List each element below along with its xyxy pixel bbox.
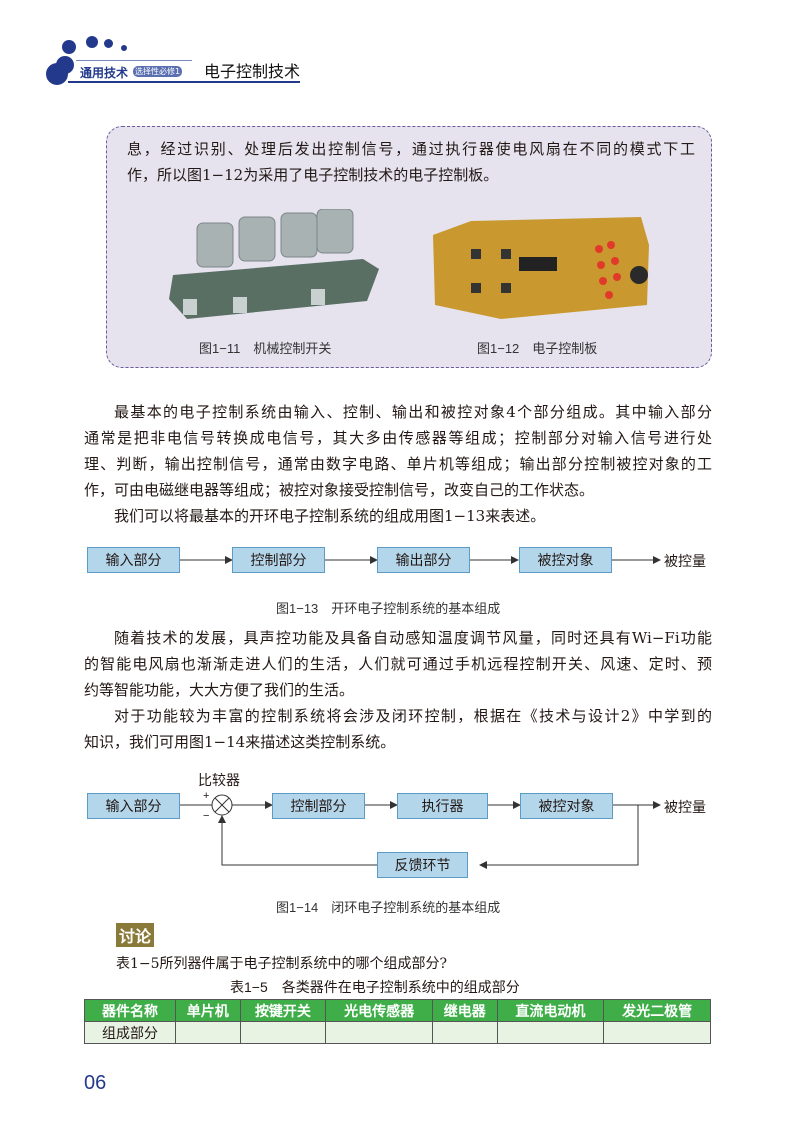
body-text: 最基本的电子控制系统由输入、控制、输出和被控对象4个部分组成。其中输入部分 bbox=[114, 403, 712, 421]
table-row: 组成部分 bbox=[84, 1021, 711, 1044]
volume-badge: 选择性必修1 bbox=[133, 66, 183, 77]
block-control: 控制部分 bbox=[272, 793, 365, 819]
figure-caption-1-13: 图1−13 开环电子控制系统的基本组成 bbox=[276, 601, 501, 616]
example-panel: 息，经过识别、处理后发出控制信号，通过执行器使电风扇在不同的模式下工 作，所以图… bbox=[106, 126, 712, 368]
block-controlled-object: 被控对象 bbox=[520, 793, 613, 819]
discussion-title: 讨论 bbox=[116, 923, 155, 947]
mechanical-switch-image bbox=[167, 208, 381, 319]
logo-dot bbox=[46, 63, 68, 85]
block-input: 输入部分 bbox=[87, 547, 180, 573]
logo-dot bbox=[104, 39, 113, 48]
block-input: 输入部分 bbox=[87, 793, 180, 819]
block-control: 控制部分 bbox=[232, 547, 325, 573]
table-cell bbox=[496, 1021, 605, 1044]
logo-dot bbox=[86, 36, 98, 48]
table-header: 单片机 bbox=[175, 999, 241, 1022]
block-actuator: 执行器 bbox=[397, 793, 488, 819]
body-text: 作，可由电磁继电器等组成；被控对象接受控制信号，改变自己的工作状态。 bbox=[84, 481, 595, 499]
logo-dot bbox=[121, 45, 127, 51]
body-text: 约等智能功能，大大方便了我们的生活。 bbox=[84, 681, 355, 699]
row-label: 组成部分 bbox=[84, 1021, 176, 1044]
minus-sign: − bbox=[203, 810, 210, 822]
table-cell bbox=[603, 1021, 711, 1044]
body-text: 随着技术的发展，具声控功能及具备自动感知温度调节风量，同时还具有Wi−Fi功能 bbox=[114, 629, 712, 647]
logo-dot bbox=[62, 40, 76, 54]
body-text: 的智能电风扇也渐渐走进人们的生活，人们就可通过手机远程控制开关、风速、定时、预 bbox=[84, 655, 712, 673]
series-title: 通用技术 bbox=[80, 66, 129, 80]
body-text: 我们可以将最基本的开环电子控制系统的组成用图1−13来表述。 bbox=[114, 507, 546, 525]
block-feedback: 反馈环节 bbox=[377, 852, 468, 878]
discussion-question: 表1−5所列器件属于电子控制系统中的哪个组成部分? bbox=[116, 956, 448, 972]
table-header: 器件名称 bbox=[84, 999, 176, 1022]
table-header: 继电器 bbox=[431, 999, 498, 1022]
comparator-label: 比较器 bbox=[198, 772, 240, 788]
electronic-control-board-image bbox=[431, 215, 657, 323]
component-table: 器件名称 单片机 按键开关 光电传感器 继电器 直流电动机 发光二极管 组成部分 bbox=[84, 999, 711, 1044]
table-cell bbox=[431, 1021, 498, 1044]
body-text: 对于功能较为丰富的控制系统将会涉及闭环控制，根据在《技术与设计2》中学到的 bbox=[114, 707, 712, 725]
table-header-row: 器件名称 单片机 按键开关 光电传感器 继电器 直流电动机 发光二极管 bbox=[84, 999, 711, 1022]
chapter-title: 电子控制技术 bbox=[204, 62, 301, 81]
table-cell bbox=[325, 1021, 433, 1044]
figure-caption-1-11: 图1−11 机械控制开关 bbox=[199, 341, 332, 356]
block-controlled-object: 被控对象 bbox=[519, 547, 612, 573]
table-caption: 表1−5 各类器件在电子控制系统中的组成部分 bbox=[230, 979, 520, 995]
output-label: 被控量 bbox=[664, 799, 706, 815]
output-label: 被控量 bbox=[664, 553, 706, 569]
body-text: 通常是把非电信号转换成电信号，其大多由传感器等组成；控制部分对输入信号进行处 bbox=[84, 429, 712, 447]
table-header: 直流电动机 bbox=[496, 999, 605, 1022]
table-cell bbox=[239, 1021, 327, 1044]
table-header: 发光二极管 bbox=[603, 999, 711, 1022]
panel-text-line: 作，所以图1−12为采用了电子控制技术的电子控制板。 bbox=[127, 166, 499, 184]
block-output: 输出部分 bbox=[377, 547, 470, 573]
table-header: 光电传感器 bbox=[325, 999, 433, 1022]
page-number: 06 bbox=[84, 1072, 107, 1094]
figure-caption-1-14: 图1−14 闭环电子控制系统的基本组成 bbox=[276, 900, 501, 915]
figure-caption-1-12: 图1−12 电子控制板 bbox=[477, 341, 598, 356]
body-text: 知识，我们可用图1−14来描述这类控制系统。 bbox=[84, 733, 396, 751]
body-text: 理、判断，输出控制信号，通常由数字电路、单片机等组成；输出部分控制被控对象的工 bbox=[84, 455, 712, 473]
table-header: 按键开关 bbox=[239, 999, 327, 1022]
table-cell bbox=[175, 1021, 241, 1044]
plus-sign: + bbox=[203, 790, 210, 802]
panel-text-line: 息，经过识别、处理后发出控制信号，通过执行器使电风扇在不同的模式下工 bbox=[127, 140, 695, 158]
